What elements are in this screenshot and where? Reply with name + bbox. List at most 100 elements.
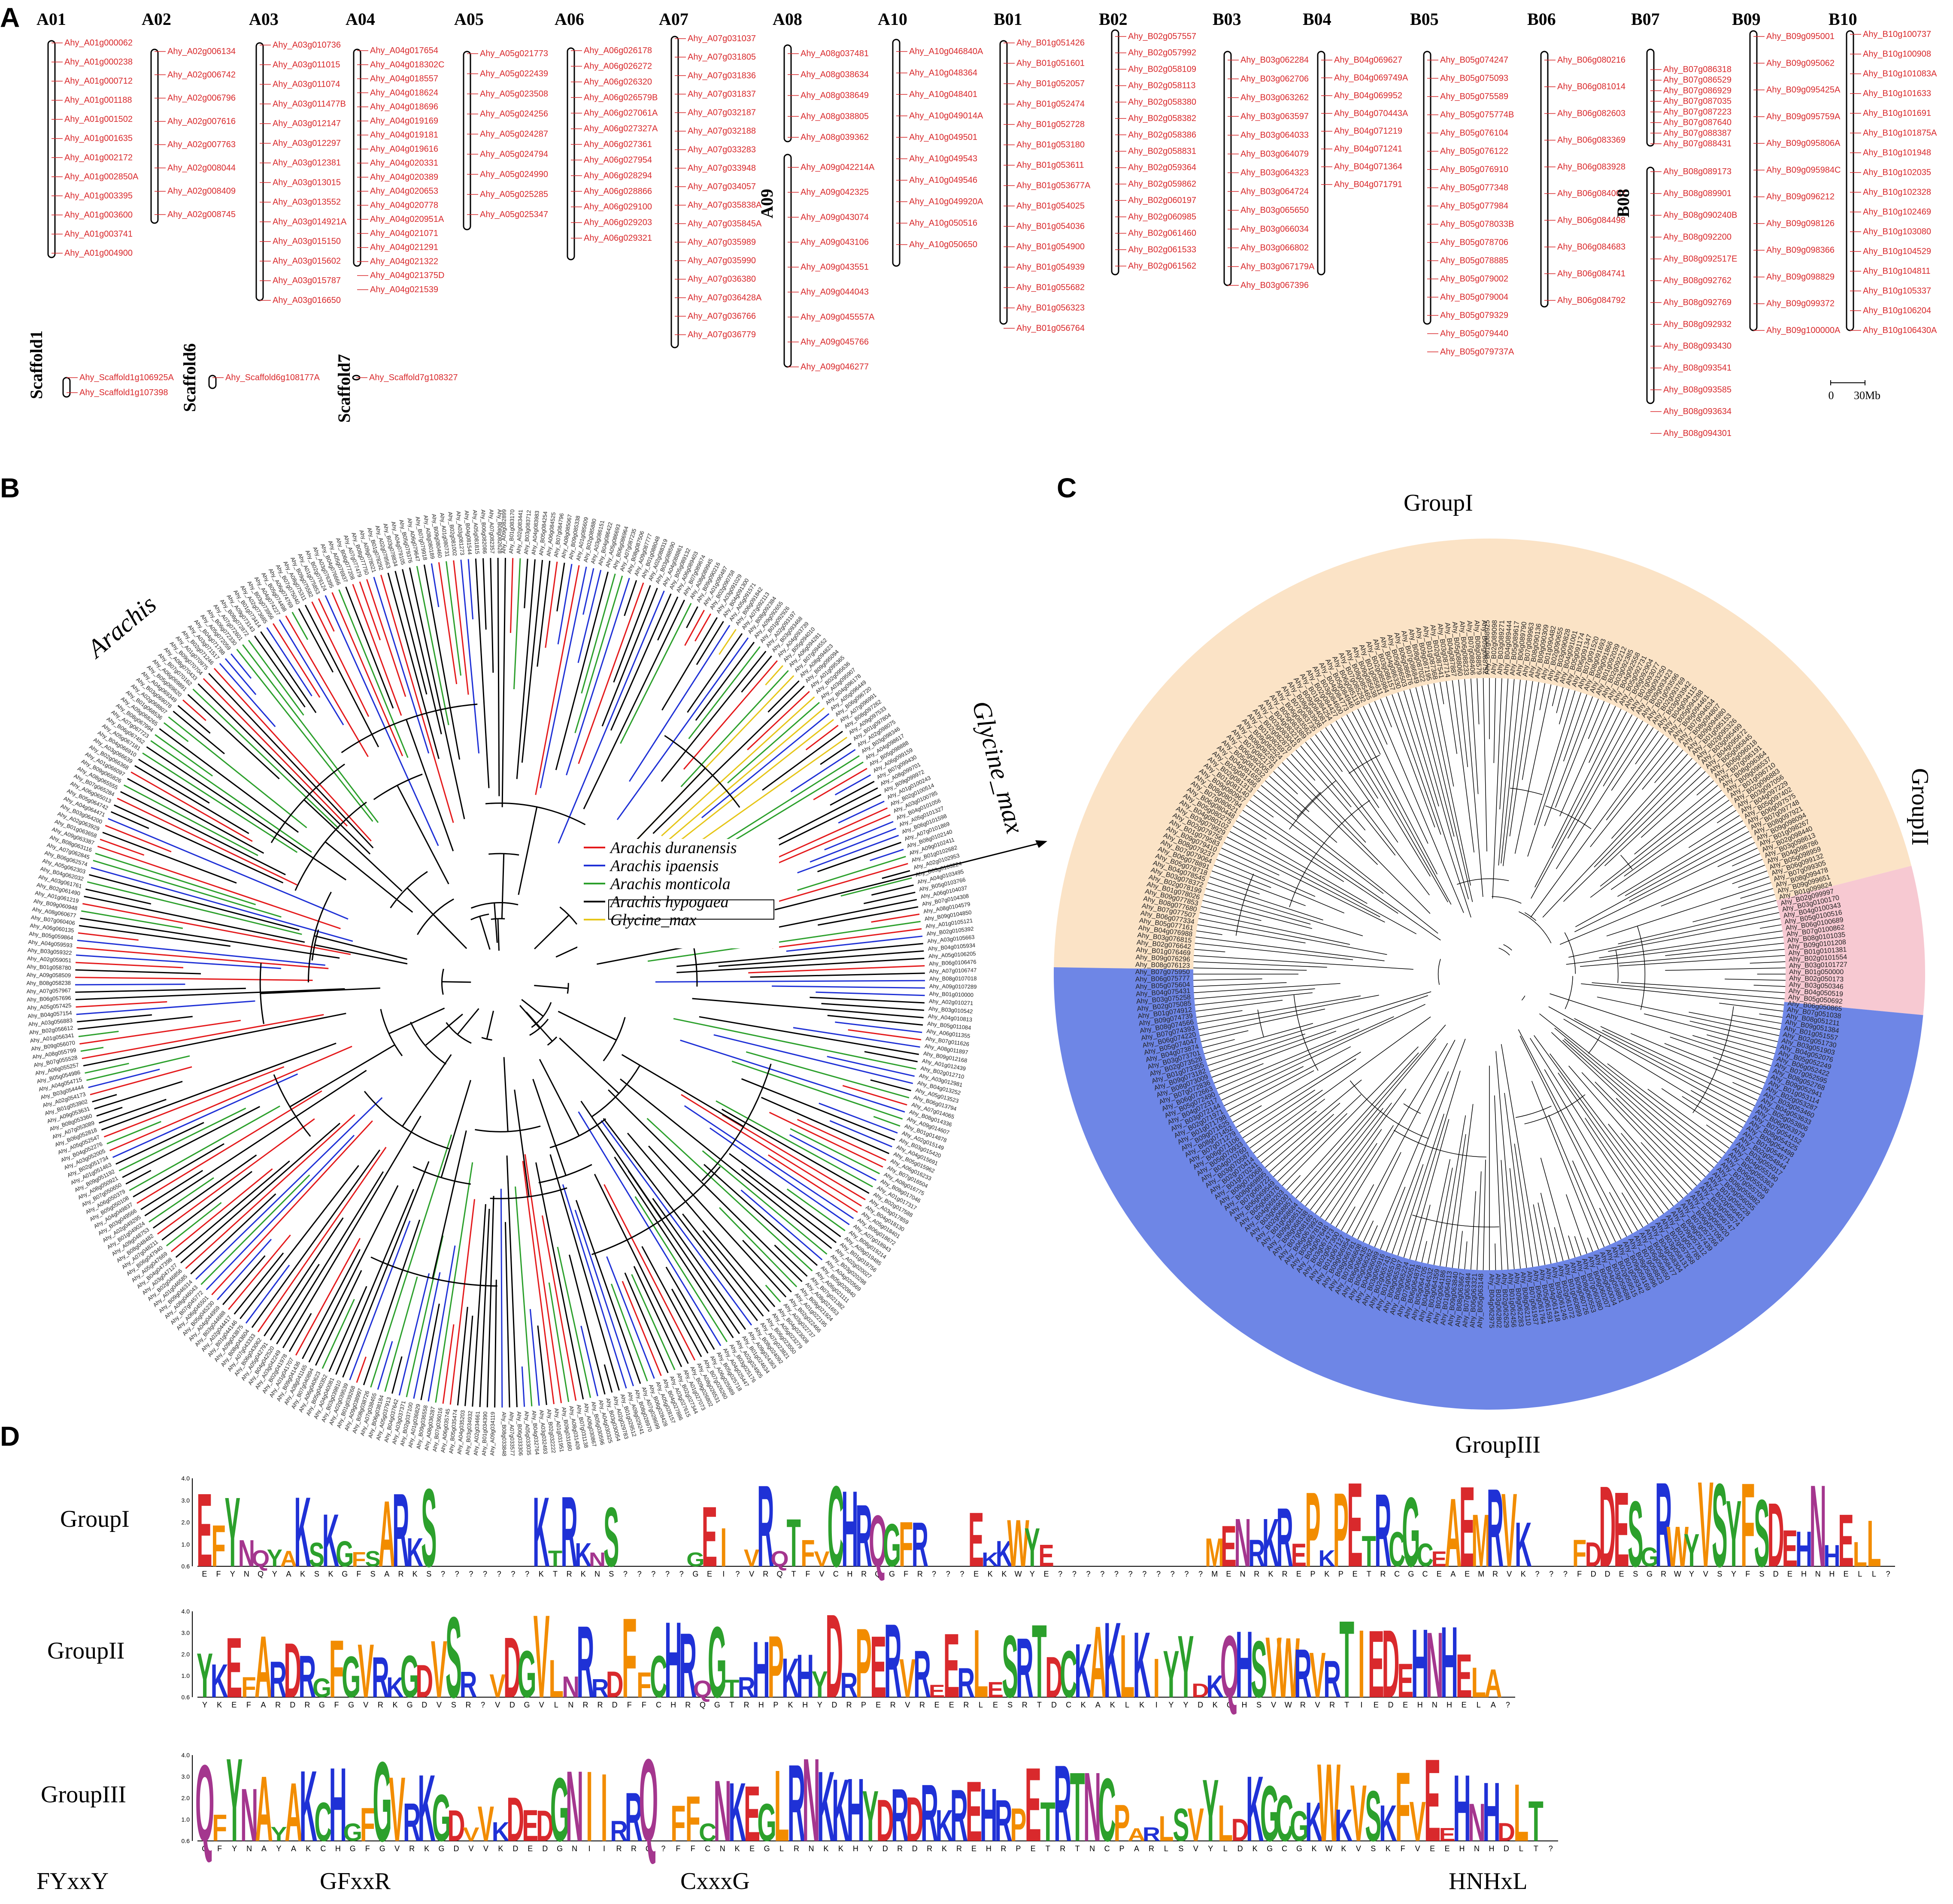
- gene-label: Ahy_A07g033948: [688, 163, 756, 173]
- tree-branch: [125, 1170, 152, 1185]
- tree-branch: [741, 655, 772, 693]
- tree-branch: [695, 642, 755, 721]
- logo-letter: F: [211, 1513, 225, 1579]
- tree-branch: [85, 888, 152, 905]
- tree-branch: [490, 558, 494, 673]
- tree-branch: [1380, 699, 1392, 727]
- leaf-label: Ahy_A02g059051: [27, 955, 72, 964]
- tree-branch: [1224, 842, 1385, 923]
- leaf-label: Ahy_A07g082357: [488, 509, 495, 554]
- gene-label: Ahy_A02g006134: [167, 47, 236, 56]
- tree-branch: [673, 1018, 916, 1070]
- tree-branch: [722, 1114, 866, 1201]
- tree-branch: [428, 1245, 456, 1402]
- tree-branch: [1585, 1117, 1654, 1221]
- tree-branch: [621, 1054, 744, 1127]
- leaf-label: Ahy_B03g050346: [1789, 981, 1844, 990]
- chromosome-a06: A06Ahy_A06g026178Ahy_A06g026272Ahy_A06g0…: [555, 9, 658, 260]
- tree-branch: [1196, 1010, 1243, 1018]
- tree-branch: [1193, 978, 1262, 981]
- tree-branch: [1433, 683, 1454, 787]
- tree-branch: [684, 610, 705, 646]
- tree-branch: [824, 821, 894, 851]
- tree-branch: [1273, 1094, 1362, 1177]
- tree-branch: [597, 945, 694, 965]
- tree-branch: [1688, 815, 1740, 848]
- chromosome-bar: [892, 39, 901, 267]
- leaf-label: Ahy_B06g0106476: [929, 959, 976, 967]
- tree-branch: [1265, 1102, 1340, 1168]
- tree-branch: [1563, 1018, 1743, 1128]
- tree-branch: [555, 572, 609, 770]
- logo-letter: P: [855, 1607, 872, 1718]
- gene-label: Ahy_B06g084498: [1557, 215, 1625, 225]
- gene-label: Ahy_A10g046840A: [909, 47, 983, 56]
- tree-branch: [89, 874, 300, 931]
- tree-branch: [170, 1168, 273, 1252]
- tree-branch: [702, 1230, 770, 1312]
- logo-ytick: 2.0: [182, 1519, 190, 1526]
- tree-branch: [140, 1170, 203, 1211]
- tree-branch: [1352, 1040, 1456, 1237]
- gene-label: Ahy_B06g084792: [1557, 296, 1625, 305]
- tree-branch: [500, 1189, 503, 1408]
- tree-branch: [1494, 1095, 1502, 1270]
- tree-branch: [1193, 982, 1287, 987]
- logo-position-label: E: [1445, 1844, 1450, 1853]
- tree-branch: [834, 774, 871, 796]
- tree-branch: [566, 578, 630, 775]
- logo-group-label: GroupI: [60, 1506, 130, 1532]
- logo-position-label: ?: [665, 1570, 670, 1578]
- logo-letter: Q: [639, 1735, 658, 1867]
- gene-label: Ahy_B09g100000A: [1766, 326, 1841, 335]
- tree-branch: [406, 1235, 444, 1398]
- logo-letter: E: [987, 1678, 1004, 1702]
- gene-label: Ahy_B09g095062: [1766, 58, 1835, 68]
- tree-arc: [1297, 792, 1321, 818]
- gene-label: Ahy_A03g013552: [273, 197, 341, 207]
- tree-branch: [157, 1118, 315, 1235]
- logo-letter: K: [1133, 1613, 1151, 1717]
- chromosome-bar: [353, 48, 361, 267]
- tree-branch: [1609, 1192, 1633, 1234]
- tree-branch: [328, 1286, 367, 1372]
- logo-ytick: 3.0: [182, 1629, 190, 1636]
- chromosome-bar: [999, 40, 1008, 325]
- tree-branch: [94, 1081, 183, 1110]
- tree-branch: [1363, 706, 1428, 844]
- tree-branch: [133, 1143, 224, 1198]
- tree-branch: [83, 1013, 346, 1067]
- tree-branch: [302, 1249, 361, 1359]
- tree-branch: [1563, 694, 1587, 762]
- gene-label: Ahy_Scaffold6g108177A: [225, 373, 320, 382]
- tree-branch: [741, 1078, 895, 1141]
- tree-branch: [134, 765, 249, 834]
- logo-letter: C: [1416, 1537, 1433, 1574]
- tree-branch: [769, 1111, 883, 1168]
- tree-branch: [1509, 1168, 1521, 1269]
- logo-position-label: ?: [637, 1570, 642, 1578]
- logo-letter: Y: [1025, 1517, 1040, 1578]
- gene-label: Ahy_B02g057992: [1128, 48, 1196, 58]
- gene-label: Ahy_B09g098366: [1766, 245, 1835, 255]
- tree-branch: [1706, 1124, 1733, 1144]
- gene-label: Ahy_A05g022439: [480, 69, 548, 79]
- gene-label: Ahy_B04g069952: [1334, 91, 1402, 100]
- tree-branch: [457, 1307, 468, 1406]
- logo-letter: E: [1456, 1642, 1472, 1711]
- tree-branch: [1587, 1238, 1593, 1252]
- gene-label: Ahy_A07g035990: [688, 256, 756, 266]
- logo-letter: I: [586, 1751, 593, 1863]
- gene-label: Ahy_B01g054025: [1016, 201, 1085, 211]
- tree-branch: [1282, 762, 1431, 914]
- tree-branch: [863, 891, 916, 905]
- gene-label: Ahy_Scaffold1g107398: [79, 388, 168, 397]
- tree-branch: [1597, 996, 1780, 1036]
- legend-label: Arachis hypogaea: [609, 893, 728, 911]
- tree-branch: [92, 1094, 117, 1102]
- logo-position-label: ?: [679, 1570, 684, 1578]
- tree-branch: [1630, 1033, 1763, 1090]
- tree-branch: [1592, 982, 1785, 999]
